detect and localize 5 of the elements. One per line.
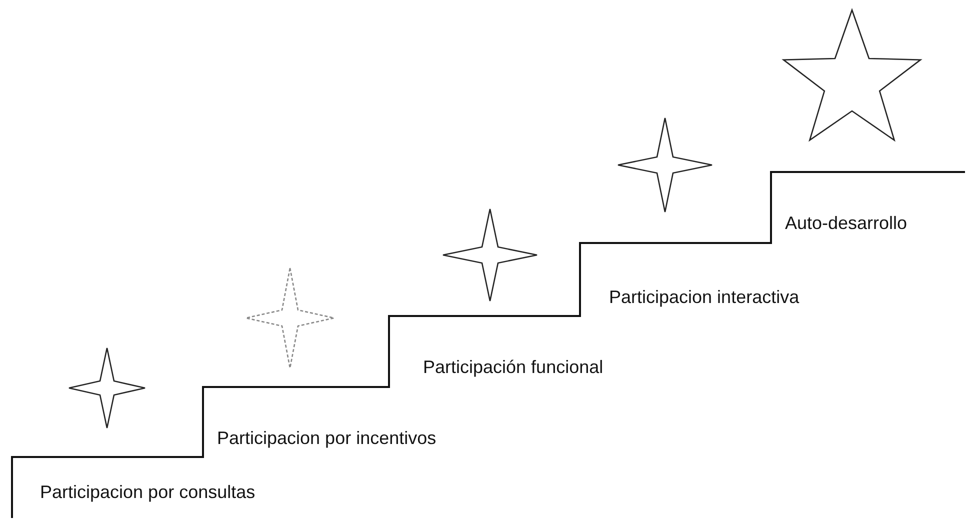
step-label: Participacion por incentivos (217, 428, 436, 448)
step-label: Participacion por consultas (40, 482, 256, 502)
step-label: Auto-desarrollo (785, 213, 908, 233)
step-label: Participación funcional (423, 357, 604, 377)
step-label: Participacion interactiva (609, 287, 800, 307)
